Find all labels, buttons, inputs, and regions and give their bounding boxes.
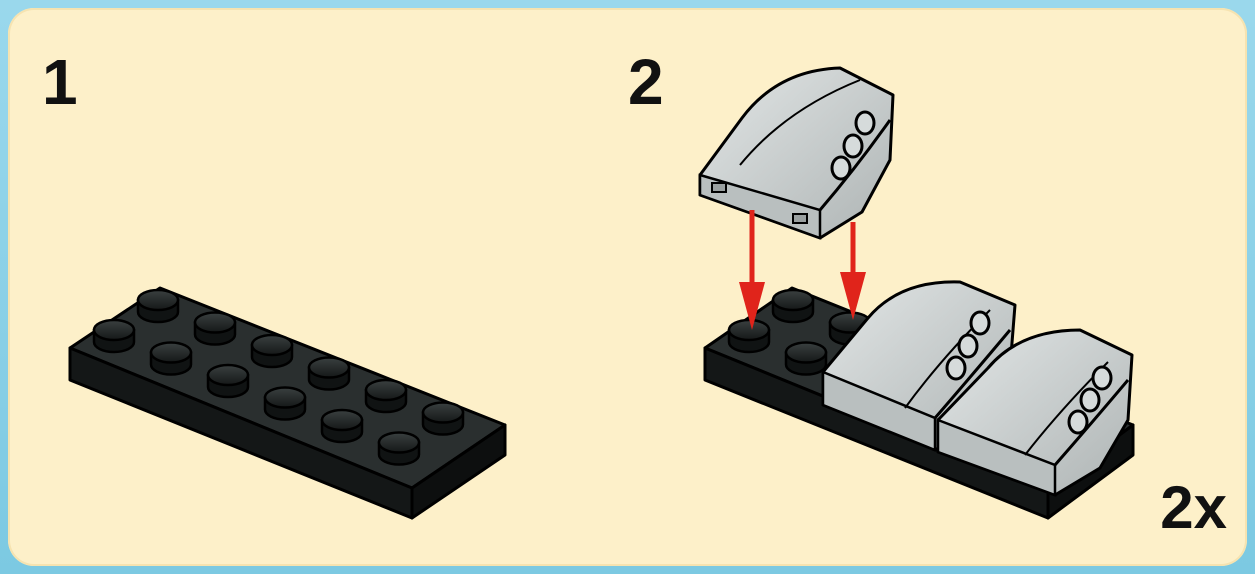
placement-arrow-left <box>739 210 765 330</box>
placed-slope-brick-2 <box>936 328 1134 497</box>
placement-arrow-right <box>840 222 866 320</box>
step-1-number: 1 <box>42 46 78 118</box>
stud <box>727 318 771 354</box>
step-1-studs <box>92 288 465 466</box>
stud <box>377 431 421 466</box>
floating-slope-brick <box>698 66 895 240</box>
stud <box>250 333 294 369</box>
quantity-multiplier: 2x <box>1160 474 1227 541</box>
stud <box>307 356 351 391</box>
stud <box>149 341 193 376</box>
stud <box>364 378 408 414</box>
stud <box>421 401 465 436</box>
stud <box>206 363 250 399</box>
stud <box>784 341 828 376</box>
stud <box>92 318 136 354</box>
stud <box>320 408 364 444</box>
stud <box>136 288 180 324</box>
stud <box>193 311 237 346</box>
stud <box>771 288 815 324</box>
step-2-number: 2 <box>628 46 664 118</box>
stud <box>263 386 307 421</box>
